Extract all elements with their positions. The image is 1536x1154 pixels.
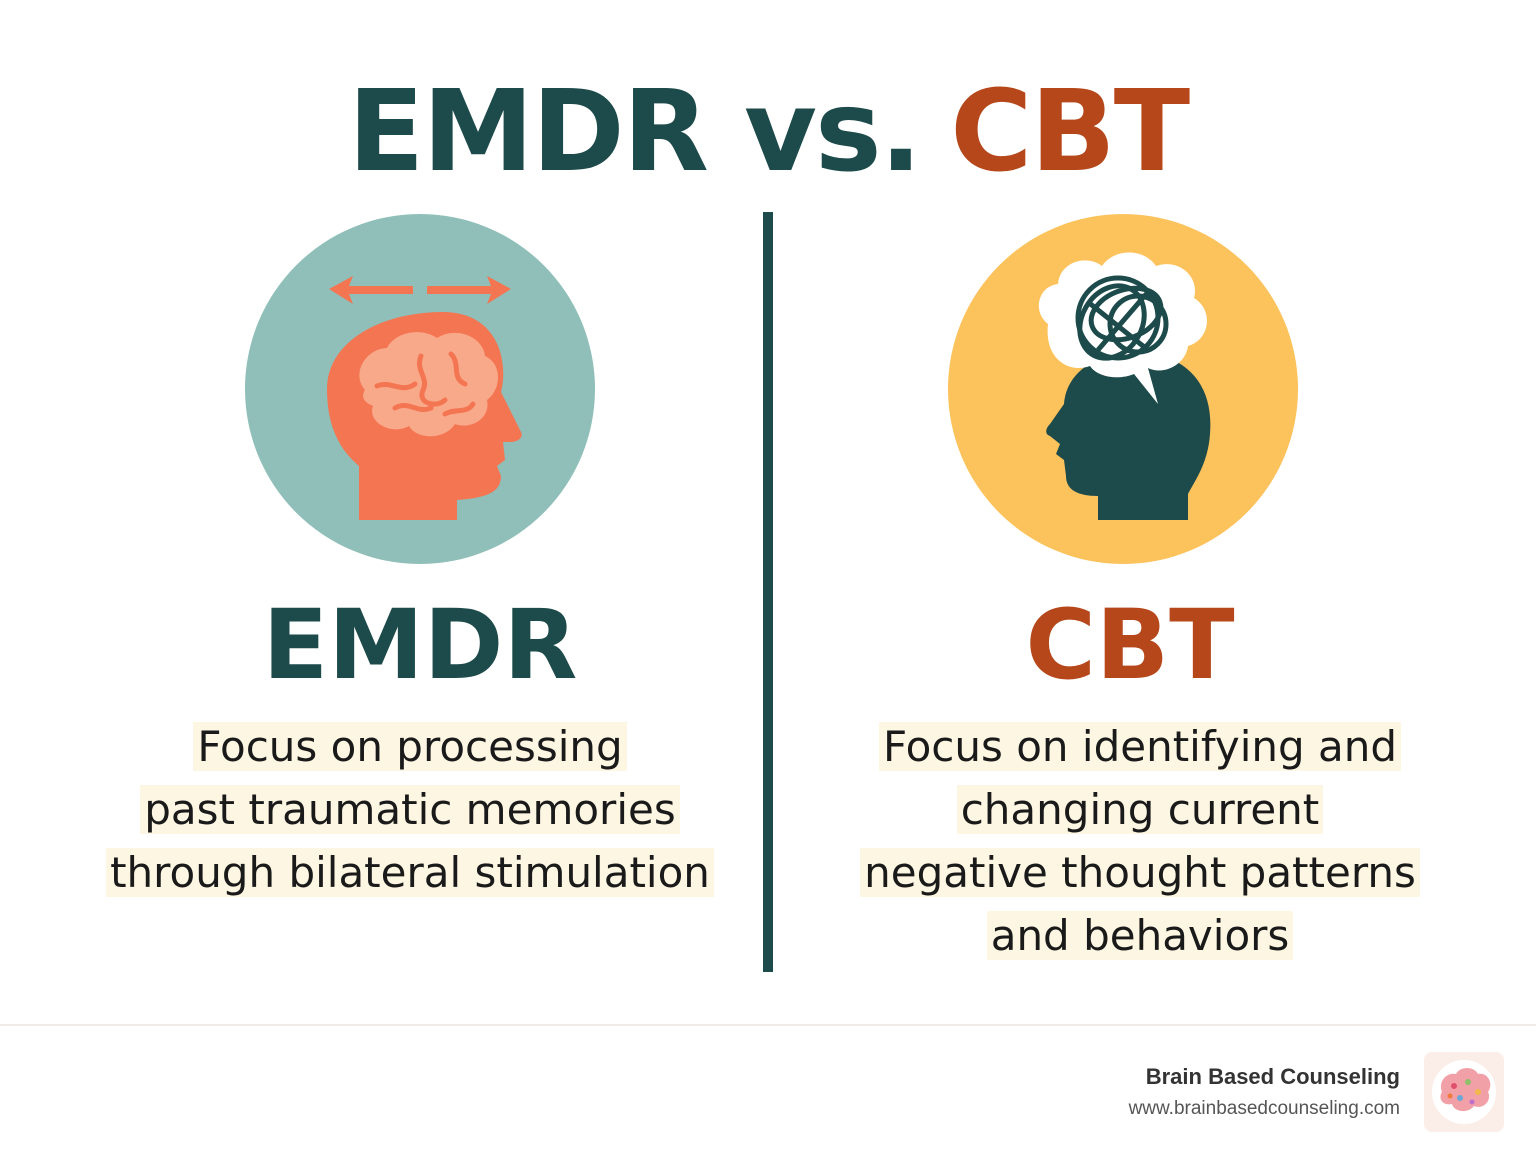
cbt-description-line: Focus on identifying and	[878, 722, 1402, 771]
cbt-heading: CBT	[1025, 589, 1235, 701]
center-divider	[763, 212, 773, 972]
page-title: EMDR vs.CBT	[0, 62, 1536, 202]
emdr-description: Focus on processing past traumatic memor…	[60, 715, 760, 904]
brand-name: Brain Based Counseling	[1145, 1064, 1400, 1089]
title-cbt: CBT	[950, 67, 1190, 197]
emdr-heading: EMDR	[262, 589, 578, 701]
cbt-description-line: changing current	[956, 785, 1324, 834]
cbt-description: Focus on identifying and changing curren…	[790, 715, 1490, 967]
emdr-description-line: past traumatic memories	[140, 785, 680, 834]
brand-url[interactable]: www.brainbasedcounseling.com	[1128, 1098, 1400, 1119]
head-with-tangled-thought-bubble-icon	[948, 214, 1298, 564]
footer-brand: Brain Based Counseling www.brainbasedcou…	[1129, 1062, 1400, 1124]
head-with-brain-and-bilateral-arrows-icon	[245, 214, 595, 564]
title-emdr-vs: EMDR vs.	[347, 67, 922, 197]
brain-logo-icon	[1424, 1052, 1504, 1132]
emdr-description-line: through bilateral stimulation	[106, 848, 714, 897]
cbt-description-line: and behaviors	[986, 911, 1294, 960]
emdr-description-line: Focus on processing	[193, 722, 627, 771]
cbt-description-line: negative thought patterns	[860, 848, 1420, 897]
footer-divider	[0, 1024, 1536, 1026]
